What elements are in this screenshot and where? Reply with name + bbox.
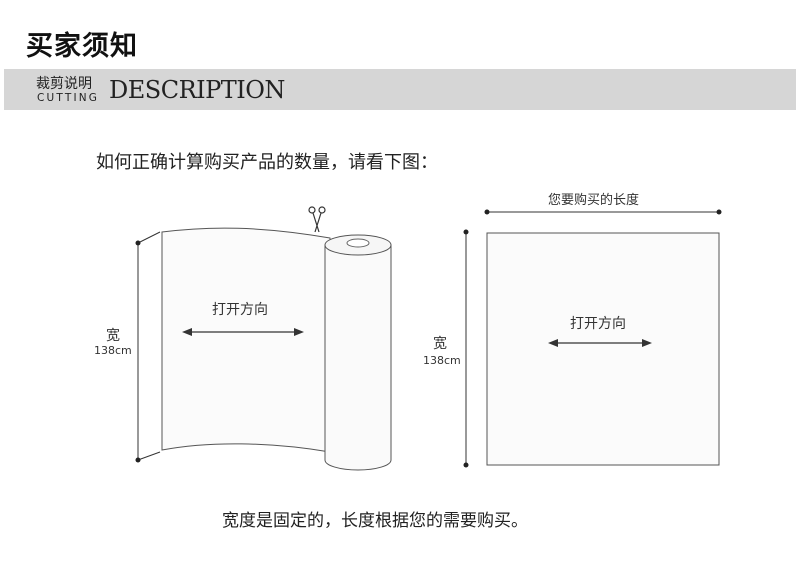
fabric-roll xyxy=(324,234,392,471)
scissors-icon xyxy=(308,206,326,233)
footer-note: 宽度是固定的，长度根据您的需要购买。 xyxy=(222,511,528,531)
width-dim-bottom-dot xyxy=(463,462,469,468)
roll-dim-bottom-dot xyxy=(135,457,141,463)
banner-cn-title: 裁剪说明 xyxy=(36,76,92,92)
sheet-direction-arrow xyxy=(548,339,652,347)
banner-en-subtitle: CUTTING xyxy=(37,92,100,104)
width-dim-top-dot xyxy=(463,229,469,235)
fabric-sheet xyxy=(486,232,720,466)
roll-direction-label: 打开方向 xyxy=(212,302,268,318)
page-title: 买家须知 xyxy=(26,31,138,62)
sheet-length-label: 您要购买的长度 xyxy=(548,193,640,208)
section-banner: 裁剪说明 CUTTING DESCRIPTION xyxy=(4,69,796,110)
roll-dim-top-dot xyxy=(135,240,141,246)
banner-en-title: DESCRIPTION xyxy=(109,76,285,104)
sheet-width-value: 138cm xyxy=(423,354,461,367)
length-dim-left-dot xyxy=(484,209,490,215)
roll-width-label: 宽 xyxy=(106,328,120,344)
sheet-direction-label: 打开方向 xyxy=(570,316,626,332)
instruction-question: 如何正确计算购买产品的数量，请看下图： xyxy=(96,152,438,173)
length-dim-right-dot xyxy=(716,209,722,215)
sheet-width-label: 宽 xyxy=(433,336,447,352)
roll-width-value: 138cm xyxy=(94,344,132,357)
roll-direction-arrow xyxy=(182,328,304,336)
unrolled-fabric xyxy=(161,227,331,453)
roll-width-dimension xyxy=(137,231,161,461)
